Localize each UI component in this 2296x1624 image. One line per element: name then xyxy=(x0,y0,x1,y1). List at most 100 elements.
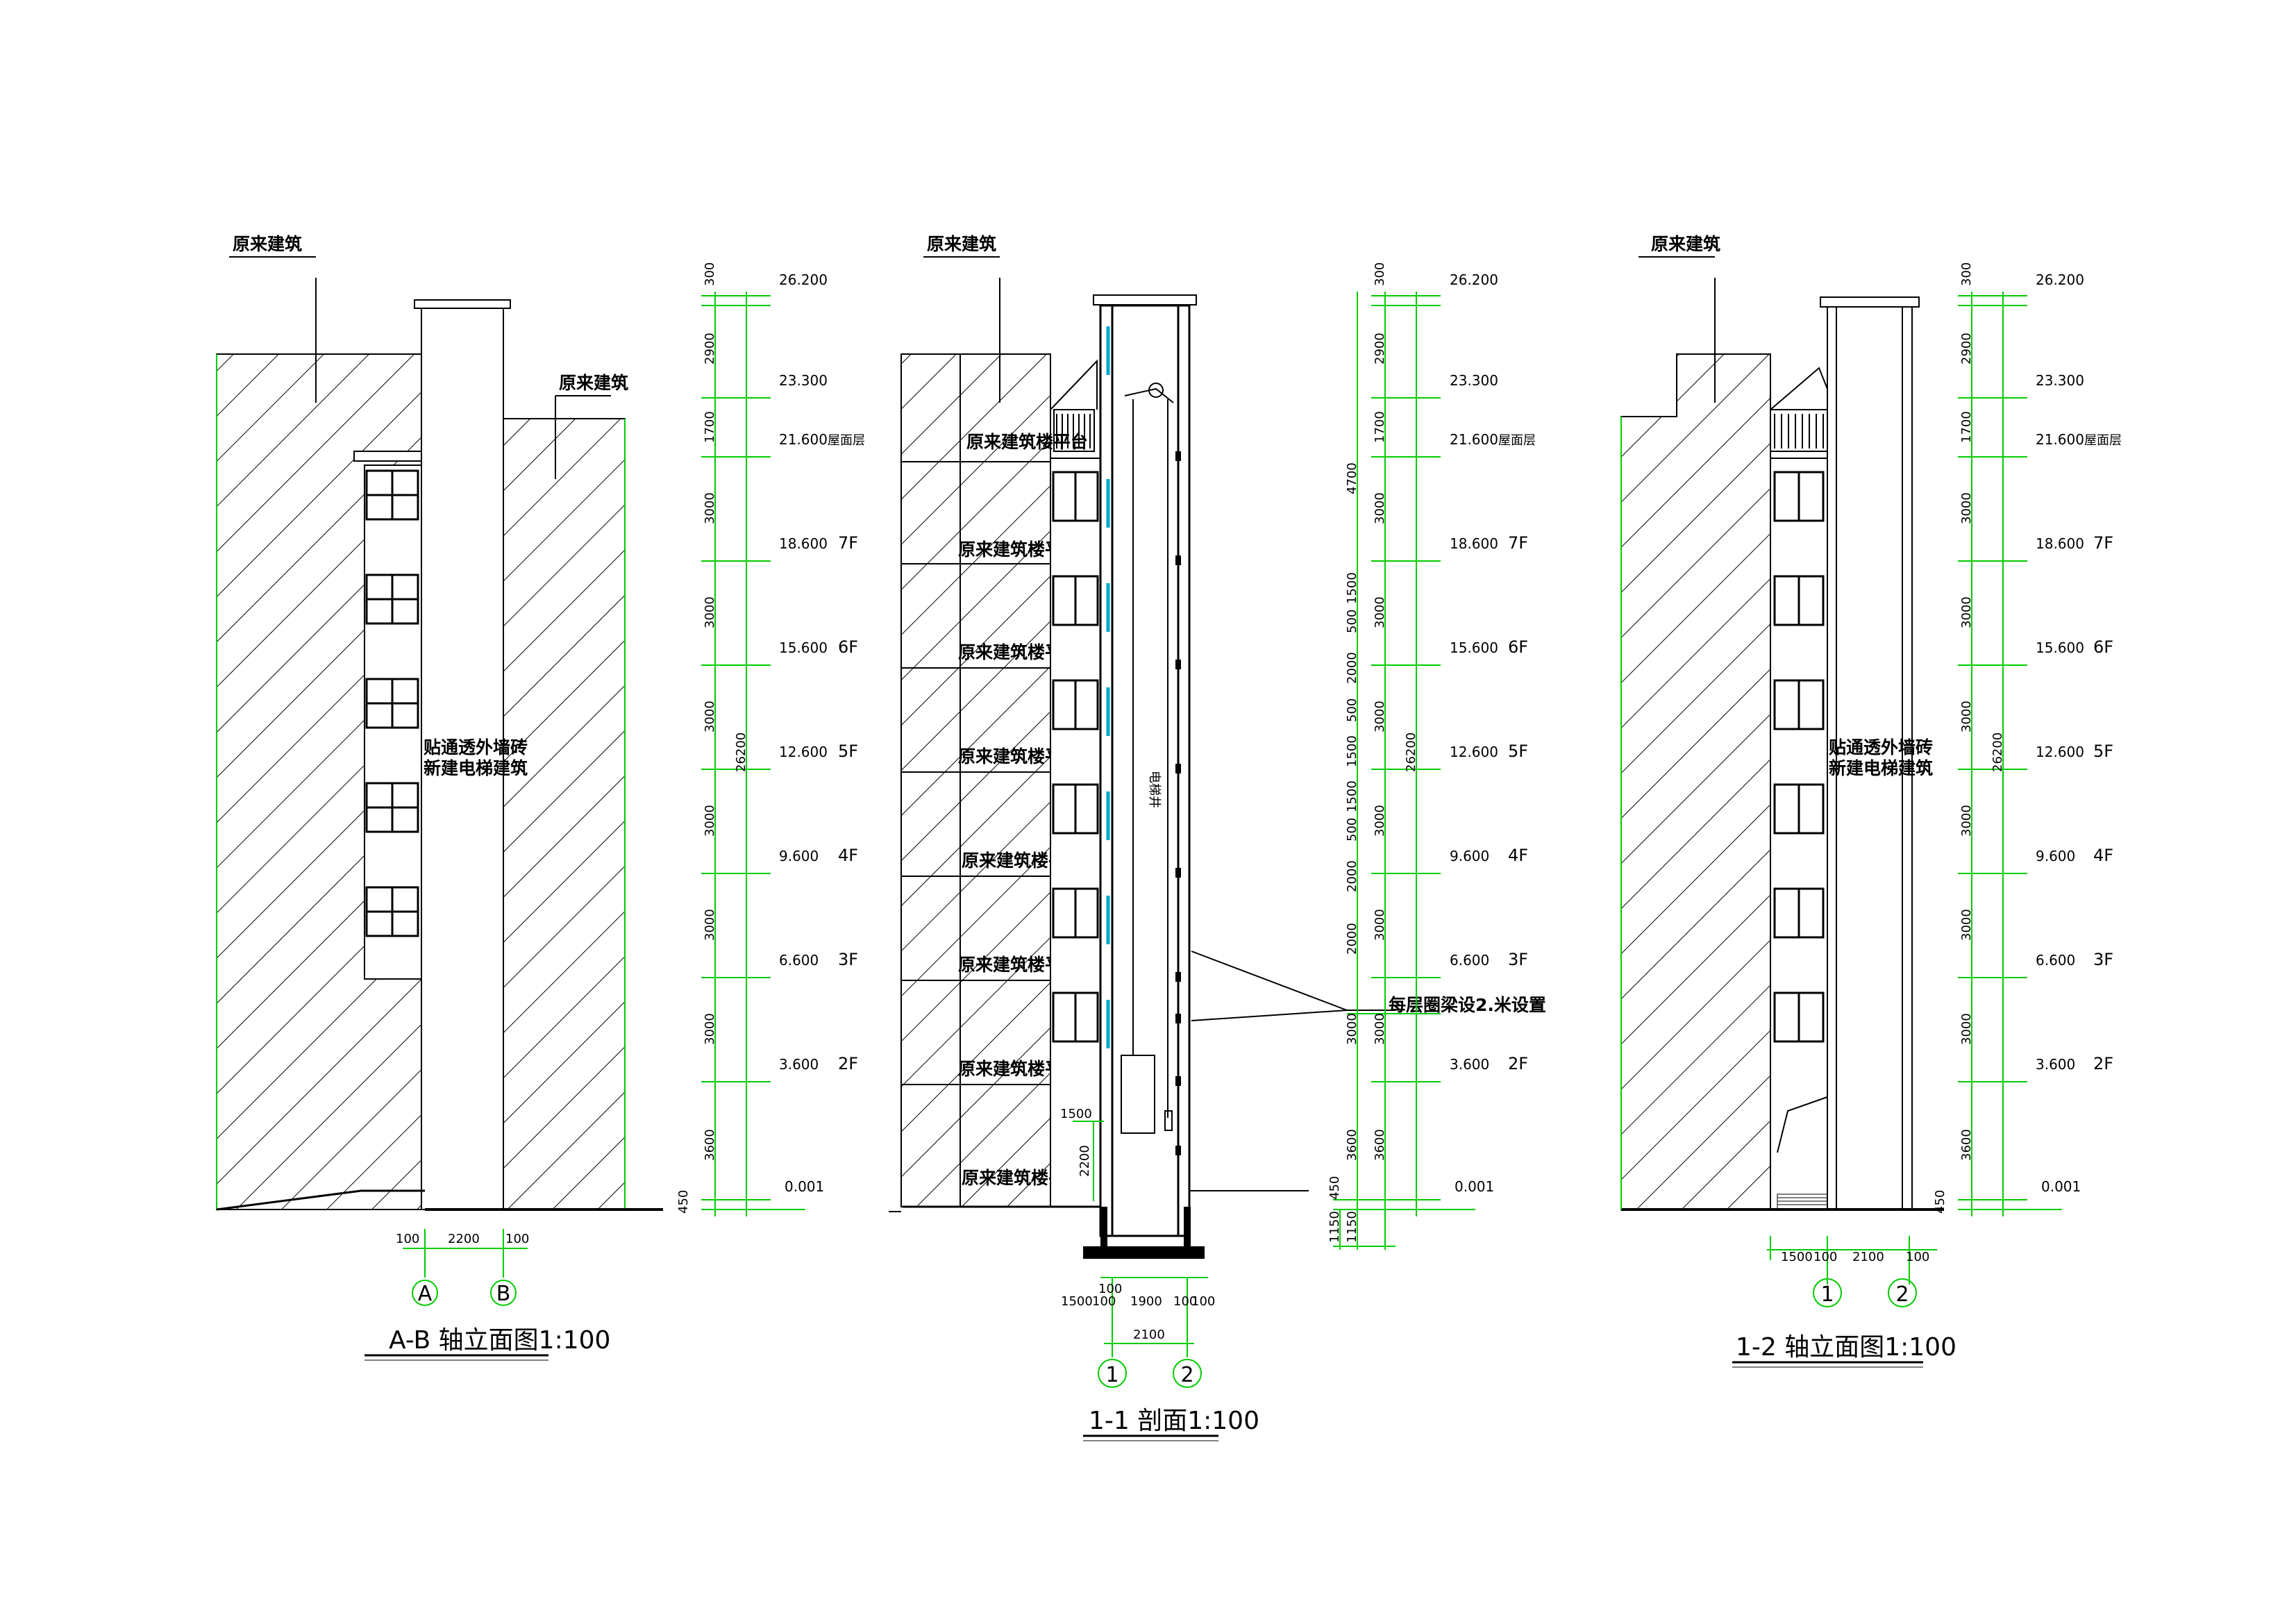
label-original-building-section: 原来建筑 xyxy=(927,234,996,254)
floor-2-2: 屋面层 xyxy=(1498,433,1536,448)
elev-2-2: 21.600 xyxy=(1450,431,1498,448)
shaft-ring-beams xyxy=(1175,451,1181,1155)
elev-1-6: 9.600 xyxy=(779,848,819,864)
elev-2-9: 0.001 xyxy=(1455,1178,1494,1195)
floor-1-4: 6F xyxy=(838,637,858,657)
window-set xyxy=(365,469,419,937)
dim-12-100a: 100 xyxy=(1813,1250,1837,1264)
axis-dimension-12-section xyxy=(1100,1277,1208,1357)
story-3-8: 3000 xyxy=(1959,1013,1974,1045)
elevation-ruler-1 xyxy=(701,292,805,1216)
story-2-2: 1700 xyxy=(1373,411,1387,443)
story-2-4: 3000 xyxy=(1373,596,1387,628)
elev-1-3: 18.600 xyxy=(779,535,828,552)
pit-dim-2200: 2200 xyxy=(1078,1145,1092,1177)
floor-3-4: 6F xyxy=(2093,637,2113,657)
story-1-3: 3000 xyxy=(703,492,717,524)
elev-1-1: 23.300 xyxy=(779,372,828,389)
elevator-tower-3 xyxy=(1827,305,1913,1210)
axis-mark-1: 1 xyxy=(1820,1282,1834,1307)
floor-1-8: 2F xyxy=(838,1054,858,1073)
note-new-elevator: 新建电梯建筑 xyxy=(424,758,528,778)
sec-extra-11: 3600 xyxy=(1345,1129,1359,1161)
floor-1-3: 7F xyxy=(838,533,858,553)
story-3-3: 3000 xyxy=(1959,492,1974,524)
story-1-8: 3000 xyxy=(703,1013,717,1045)
axis-dimension-ab xyxy=(403,1229,528,1278)
sec-dim-100a: 100 xyxy=(1092,1294,1116,1309)
elev-3-6: 9.600 xyxy=(2036,848,2075,864)
sec-extra-3: 2000 xyxy=(1345,652,1359,684)
elevator-pit xyxy=(1083,1246,1205,1259)
story-2-3: 3000 xyxy=(1373,492,1387,524)
landing-label-1: 原来建筑楼平台 xyxy=(966,432,1088,452)
elev-2-4: 15.600 xyxy=(1450,639,1498,656)
elev-3-1: 23.300 xyxy=(2036,372,2084,389)
sec-extra-8: 2000 xyxy=(1345,860,1359,892)
elev-3-8: 3.600 xyxy=(2036,1056,2075,1073)
sec-extra-13: 1150 xyxy=(1327,1211,1342,1243)
view-title-ab: A-B 轴立面图1:100 xyxy=(389,1326,610,1355)
axis-bubble-2 xyxy=(1888,1278,1917,1307)
ruler-1-elevations: 26.200 23.300 21.600 18.600 15.600 12.60… xyxy=(676,262,865,1214)
story-2-6: 3000 xyxy=(1373,805,1387,837)
sec-extra-14: 1150 xyxy=(1345,1211,1359,1243)
elev-3-3: 18.600 xyxy=(2036,535,2084,552)
floor-2-7: 3F xyxy=(1508,950,1528,969)
story-3-5: 3000 xyxy=(1959,701,1974,733)
sec-extra-7: 500 xyxy=(1345,818,1359,842)
floor-3-6: 4F xyxy=(2093,846,2113,865)
elev-2-3: 18.600 xyxy=(1450,535,1498,552)
view-1-1-section: 原来建筑楼平台 原来建筑楼平台 原来建筑楼平台 原来建筑楼平台 原来建筑楼平台 … xyxy=(889,234,1546,1441)
story-1-0: 300 xyxy=(703,262,717,286)
elev-1-7: 6.600 xyxy=(779,952,819,969)
elev-3-9: 0.001 xyxy=(2041,1178,2081,1195)
story-1-6: 3000 xyxy=(703,805,717,837)
story-3-6: 3000 xyxy=(1959,805,1974,837)
original-building-right-hatch xyxy=(503,418,626,1210)
label-original-building-right: 原来建筑 xyxy=(559,373,628,393)
elev-1-0: 26.200 xyxy=(779,271,828,288)
elevation-ruler-2: 26.200 23.300 21.600 18.600 15.600 12.60… xyxy=(1327,262,1536,1250)
story-1-2: 1700 xyxy=(703,411,717,443)
story-1-4: 3000 xyxy=(703,596,717,628)
sec-extra-12: 450 xyxy=(1327,1176,1342,1200)
sec-extra-1: 1500 xyxy=(1345,572,1359,604)
view-ab-elevation: 原来建筑 原来建筑 贴通透外墙砖 新建电梯建筑 100 2200 100 A B… xyxy=(216,234,663,1361)
note-new-elevator-3: 新建电梯建筑 xyxy=(1829,758,1933,778)
sec-dim-1500: 1500 xyxy=(1061,1294,1093,1309)
label-original-building: 原来建筑 xyxy=(233,234,302,254)
elev-3-4: 15.600 xyxy=(2036,639,2084,656)
floor-2-3: 7F xyxy=(1508,533,1528,553)
beam-note: 每层圈梁设2.米设置 xyxy=(1389,995,1546,1015)
sec-dim-100c: 100 xyxy=(1191,1294,1215,1309)
sec-dim-1900: 1900 xyxy=(1130,1294,1162,1309)
elev-2-8: 3.600 xyxy=(1450,1056,1489,1073)
elevator-cab xyxy=(1121,1055,1155,1134)
sec-extra-2: 500 xyxy=(1345,610,1359,633)
view-title-12: 1-2 轴立面图1:100 xyxy=(1736,1333,1956,1362)
sec-dim-100b: 100 xyxy=(1173,1294,1197,1309)
sec-extra-4: 500 xyxy=(1345,698,1359,722)
elev-1-2: 21.600 xyxy=(779,431,828,448)
floor-3-7: 3F xyxy=(2093,950,2113,969)
floor-1-7: 3F xyxy=(838,950,858,969)
sec-extra-0: 4700 xyxy=(1345,462,1359,494)
dim-ab-2: 2200 xyxy=(448,1232,480,1246)
elev-2-0: 26.200 xyxy=(1450,271,1498,288)
pit-dim-1500: 1500 xyxy=(1060,1107,1092,1121)
story-3-9: 3600 xyxy=(1959,1129,1974,1161)
floor-2-4: 6F xyxy=(1508,637,1528,657)
note-tile-wall: 贴通透外墙砖 xyxy=(424,737,528,757)
elev-2-5: 12.600 xyxy=(1450,744,1498,760)
floor-3-8: 2F xyxy=(2093,1054,2113,1073)
floor-3-2: 屋面层 xyxy=(2084,433,2122,448)
story-3-10: 450 xyxy=(1933,1190,1947,1214)
story-3-1: 2900 xyxy=(1959,333,1974,365)
story-3-2: 1700 xyxy=(1959,411,1974,443)
floor-2-6: 4F xyxy=(1508,846,1528,865)
floor-1-2: 屋面层 xyxy=(828,433,865,448)
story-2-5: 3000 xyxy=(1373,701,1387,733)
elev-2-7: 6.600 xyxy=(1450,952,1489,969)
axis-mark-2-section: 2 xyxy=(1180,1363,1193,1387)
